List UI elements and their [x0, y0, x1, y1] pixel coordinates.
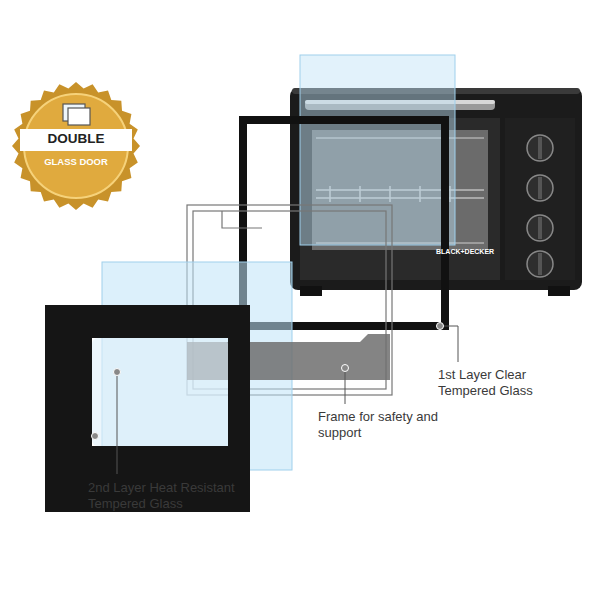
leader-line — [117, 326, 458, 474]
clear-glass-layer — [300, 55, 455, 245]
badge-subtitle: GLASS DOOR — [10, 157, 142, 167]
control-panel — [505, 118, 575, 280]
oven-foot — [300, 286, 322, 296]
badge: DOUBLE GLASS DOOR — [10, 80, 142, 212]
control-knob — [527, 135, 553, 277]
badge-title: DOUBLE — [10, 132, 142, 147]
brand-logo: BLACK+DECKER — [436, 247, 496, 256]
front-panel — [45, 305, 250, 512]
callout-label: 1st Layer Clear Tempered Glass — [438, 367, 578, 399]
oven-foot — [548, 286, 570, 296]
front-window — [92, 338, 228, 446]
badge-glass-icon — [68, 108, 90, 125]
callout-label: 2nd Layer Heat Resistant Tempered Glass — [88, 480, 250, 512]
callout-label: Frame for safety and support — [318, 409, 442, 441]
